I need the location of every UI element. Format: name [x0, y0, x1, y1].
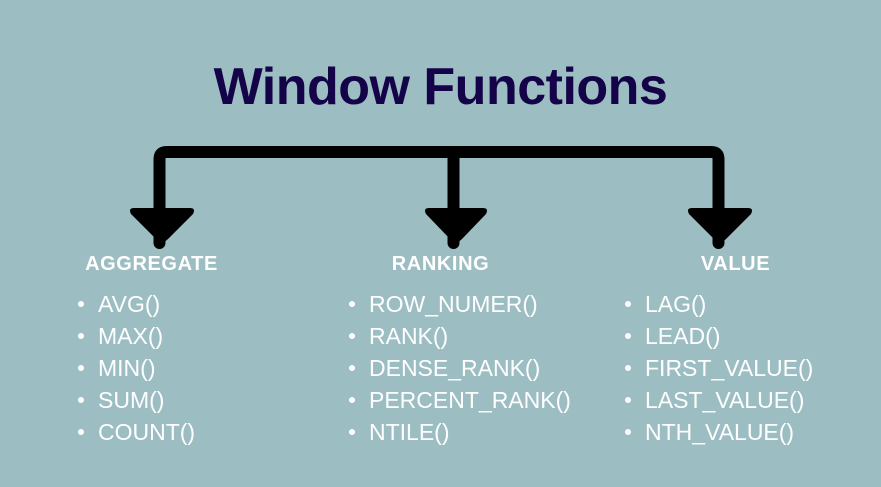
- function-name: COUNT(): [98, 419, 196, 445]
- category-header-value: VALUE: [700, 253, 771, 275]
- list-item: ROW_NUMER(): [349, 288, 586, 320]
- list-item: COUNT(): [78, 416, 293, 448]
- function-name: SUM(): [98, 387, 165, 413]
- bullet-icon: [625, 301, 631, 307]
- list-item: AVG(): [78, 288, 293, 320]
- list-item: FIRST_VALUE(): [625, 352, 881, 384]
- list-item: RANK(): [349, 320, 586, 352]
- function-name: AVG(): [98, 291, 161, 317]
- arrow-down-icon-ranking: [425, 208, 487, 242]
- arrow-down-icon-value: [688, 208, 752, 242]
- list-item: LAST_VALUE(): [625, 384, 881, 416]
- list-item: MIN(): [78, 352, 293, 384]
- function-name: DENSE_RANK(): [369, 355, 541, 381]
- function-categories: AGGREGATE AVG() MAX() MIN() SUM(): [0, 254, 881, 474]
- bullet-icon: [78, 301, 84, 307]
- category-column-ranking: RANKING ROW_NUMER() RANK() DENSE_RANK() …: [293, 254, 586, 474]
- list-item: SUM(): [78, 384, 293, 416]
- function-list-aggregate: AVG() MAX() MIN() SUM() COUNT(): [0, 288, 293, 448]
- list-item: LEAD(): [625, 320, 881, 352]
- bullet-icon: [78, 429, 84, 435]
- function-name: FIRST_VALUE(): [645, 355, 814, 381]
- bullet-icon: [349, 301, 355, 307]
- bullet-icon: [78, 397, 84, 403]
- list-item: LAG(): [625, 288, 881, 320]
- bullet-icon: [625, 397, 631, 403]
- function-name: MIN(): [98, 355, 156, 381]
- category-column-value: VALUE LAG() LEAD() FIRST_VALUE() LAST_VA…: [586, 254, 881, 474]
- category-header-ranking: RANKING: [391, 253, 490, 275]
- list-item: PERCENT_RANK(): [349, 384, 586, 416]
- bullet-icon: [349, 333, 355, 339]
- bullet-icon: [349, 429, 355, 435]
- function-list-ranking: ROW_NUMER() RANK() DENSE_RANK() PERCENT_…: [293, 288, 586, 448]
- bullet-icon: [78, 333, 84, 339]
- function-name: NTILE(): [369, 419, 450, 445]
- arrow-down-icon-aggregate: [130, 208, 194, 242]
- bullet-icon: [349, 365, 355, 371]
- category-header-aggregate: AGGREGATE: [85, 253, 218, 275]
- page-title: Window Functions: [213, 58, 668, 116]
- function-list-value: LAG() LEAD() FIRST_VALUE() LAST_VALUE() …: [586, 288, 881, 448]
- list-item: DENSE_RANK(): [349, 352, 586, 384]
- bullet-icon: [78, 365, 84, 371]
- list-item: NTILE(): [349, 416, 586, 448]
- bracket-path-icon: [153, 146, 725, 249]
- function-name: LEAD(): [645, 323, 721, 349]
- function-name: NTH_VALUE(): [645, 419, 795, 445]
- function-name: LAG(): [645, 291, 707, 317]
- bullet-icon: [349, 397, 355, 403]
- function-name: ROW_NUMER(): [369, 291, 538, 317]
- function-name: RANK(): [369, 323, 449, 349]
- list-item: NTH_VALUE(): [625, 416, 881, 448]
- bracket-connector-diagram: [130, 146, 752, 249]
- function-name: PERCENT_RANK(): [369, 387, 571, 413]
- bullet-icon: [625, 365, 631, 371]
- function-name: LAST_VALUE(): [645, 387, 805, 413]
- category-column-aggregate: AGGREGATE AVG() MAX() MIN() SUM(): [0, 254, 293, 474]
- list-item: MAX(): [78, 320, 293, 352]
- bullet-icon: [625, 333, 631, 339]
- bullet-icon: [625, 429, 631, 435]
- function-name: MAX(): [98, 323, 164, 349]
